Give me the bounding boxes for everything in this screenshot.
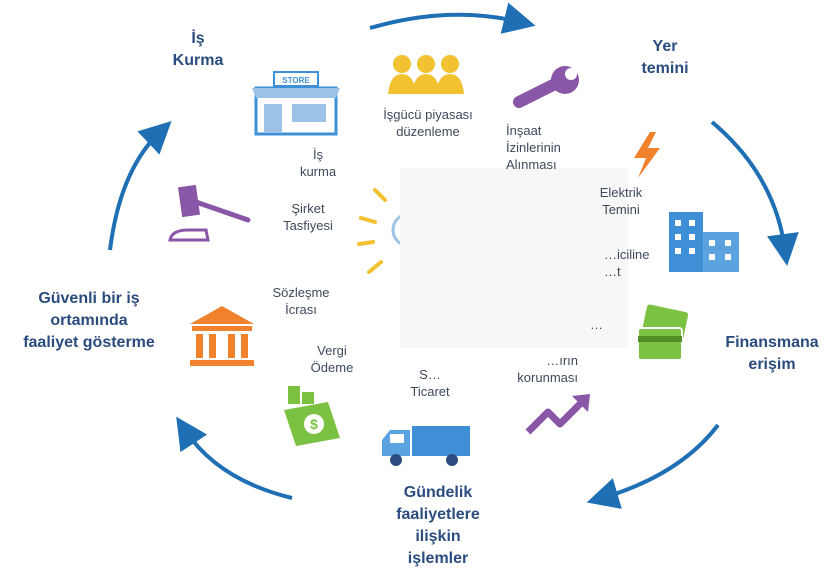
- arrow-right-top: [710, 120, 799, 266]
- arrow-left: [108, 120, 172, 251]
- phase-guvenli-ortam: Güvenli bir iş ortamında faaliyet göster…: [23, 290, 155, 351]
- label-mulkiyet-tescili: …iciline …t: [604, 247, 650, 279]
- label-yatirimci-korunmasi: …ırın korunması: [517, 353, 578, 385]
- arrow-top: [369, 2, 536, 34]
- gavel-icon: [168, 184, 251, 242]
- phase-yer-temini: Yer temini: [641, 38, 689, 77]
- credit-card-icon: [637, 304, 689, 361]
- label-is-kurma: İş kurma: [299, 147, 337, 179]
- store-icon: STORE: [252, 71, 340, 136]
- svg-text:$: $: [310, 416, 318, 432]
- lightning-icon: [634, 132, 660, 178]
- label-sinir-otesi-ticaret: S… Ticaret: [410, 367, 450, 399]
- phase-is-kurma: İş Kurma: [172, 30, 224, 69]
- label-sozlesme-icrasi: Sözleşme İcrası: [272, 285, 330, 317]
- phase-finansmana-erisim: Finansmana erişim: [725, 334, 819, 373]
- arrow-bottom-left: [176, 416, 293, 500]
- label-kredi: …: [590, 317, 603, 332]
- money-icon: $: [284, 386, 340, 446]
- label-sirket-tasfiyesi: Şirket Tasfiyesi: [283, 201, 333, 233]
- buildings-icon: [669, 212, 739, 272]
- label-vergi-odeme: Vergi Ödeme: [310, 343, 354, 375]
- center-mask: [400, 168, 628, 348]
- truck-icon: [382, 426, 470, 466]
- phase-gundelik-islemler: Gündelik faaliyetlere ilişkin işlemler: [396, 484, 480, 567]
- label-insaat-izinleri: İnşaat İzinlerinin Alınması: [506, 123, 561, 172]
- label-isgucu-piyasasi: İşgücü piyasası düzenleme: [383, 107, 473, 139]
- courthouse-icon: [190, 306, 254, 366]
- label-elektrik-temini: Elektrik Temini: [599, 185, 643, 217]
- svg-text:STORE: STORE: [282, 76, 310, 85]
- workers-icon: [388, 55, 464, 94]
- wrench-icon: [513, 66, 579, 108]
- trend-arrow-icon: [525, 394, 590, 435]
- arrow-right-bottom: [586, 423, 720, 509]
